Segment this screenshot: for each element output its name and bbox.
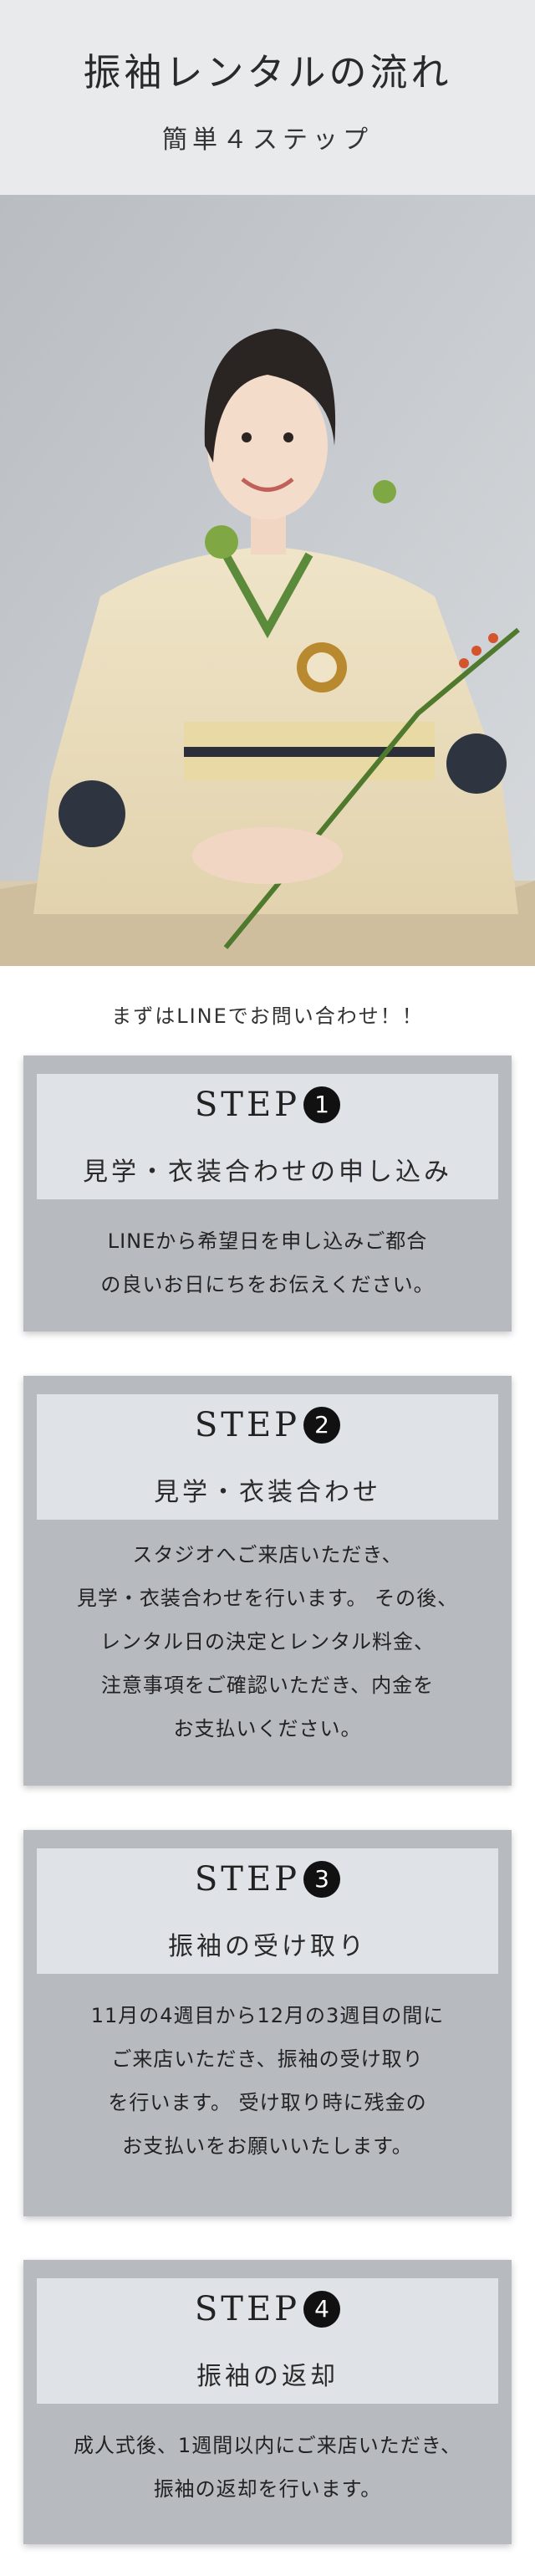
step-label-text: STEP	[194, 2290, 301, 2328]
step-number-badge: 3	[303, 1861, 341, 1898]
step-label-text: STEP	[194, 1086, 301, 1124]
step-line: 注意事項をご確認いただき、内金を	[100, 1674, 435, 1697]
step-number-badge: 1	[303, 1086, 341, 1123]
step-description: 11月の4週目から12月の3週目の間に ご来店いただき、振袖の受け取り を行いま…	[35, 1994, 500, 2168]
step-title: 振袖の返却	[196, 2362, 339, 2391]
step-title: 見学・衣装合わせ	[154, 1478, 381, 1507]
hero-photo	[0, 195, 535, 966]
step-label-text: STEP	[194, 1406, 301, 1444]
step-title: 振袖の受け取り	[168, 1932, 367, 1961]
step-line: 11月の4週目から12月の3週目の間に	[90, 2004, 445, 2027]
step-number-badge: 2	[303, 1407, 341, 1444]
step-description: LINEから希望日を申し込みご都合 の良いお日にちをお伝えください。	[35, 1219, 500, 1306]
page-title: 振袖レンタルの流れ	[83, 50, 452, 95]
step-line: の良いお日にちをお伝えください。	[100, 1273, 435, 1296]
step-description: スタジオへご来店いただき、 見学・衣装合わせを行います。 その後、 レンタル日の…	[35, 1533, 500, 1751]
step-line: スタジオへご来店いただき、	[132, 1543, 403, 1567]
step-line: 振袖の返却を行います。	[153, 2477, 382, 2501]
step-label-text: STEP	[194, 1860, 301, 1899]
step-description: 成人式後、1週間以内にご来店いただき、 振袖の返却を行います。	[35, 2424, 500, 2511]
step-line: LINEから希望日を申し込みご都合	[107, 1229, 428, 1253]
step-line: お支払いをお願いいたします。	[122, 2134, 413, 2158]
step-line: お支払いください。	[173, 1717, 362, 1740]
step-number-badge: 4	[303, 2291, 341, 2328]
step-line: 成人式後、1週間以内にご来店いただき、	[73, 2434, 462, 2457]
step-line: 見学・衣装合わせを行います。 その後、	[76, 1587, 459, 1610]
page-subtitle: 簡単４ステップ	[162, 125, 373, 155]
step-line: レンタル日の決定とレンタル料金、	[100, 1630, 435, 1653]
intro-text: まずはLINEでお問い合わせ！！	[111, 1004, 424, 1028]
step-title: 見学・衣装合わせの申し込み	[83, 1158, 452, 1187]
page-header: 振袖レンタルの流れ 簡単４ステップ	[0, 0, 535, 195]
step-line: を行います。 受け取り時に残金の	[108, 2091, 427, 2114]
step-line: ご来店いただき、振袖の受け取り	[111, 2047, 424, 2071]
